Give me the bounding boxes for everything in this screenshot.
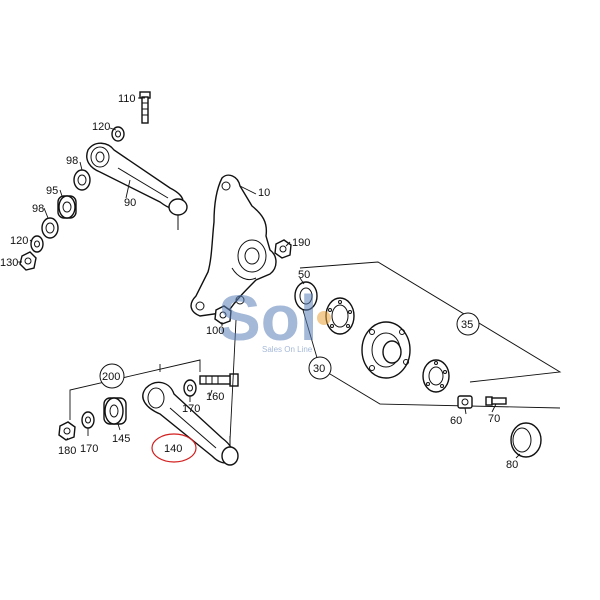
label-98b: 98	[32, 203, 44, 215]
label-10: 10	[258, 187, 270, 199]
label-120: 120	[92, 121, 110, 133]
grease-cap-80-icon	[510, 422, 542, 458]
washer-120b-icon	[30, 235, 44, 253]
label-190: 190	[292, 237, 310, 249]
watermark-logo-text: Sol	[218, 282, 318, 354]
label-130: 130	[0, 257, 18, 269]
label-180: 180	[58, 445, 76, 457]
upper-control-arm-group	[19, 91, 188, 271]
hub-bearing-group	[294, 261, 562, 458]
clamp-nut-60-icon	[457, 395, 473, 409]
label-98: 98	[66, 155, 78, 167]
label-70: 70	[488, 413, 500, 425]
watermark-logo: Sol Sales On Line	[218, 282, 331, 354]
bushing-98b-icon	[41, 217, 59, 239]
lower-control-arm-group	[58, 319, 239, 466]
label-110: 110	[118, 93, 136, 105]
callout-circle-200	[99, 363, 125, 389]
watermark-accent-dot	[317, 311, 331, 325]
nut-130-icon	[19, 251, 37, 271]
washer-170a-icon	[183, 379, 197, 397]
nut-100-icon	[214, 305, 232, 325]
bolt-160-icon	[199, 373, 239, 387]
label-145: 145	[112, 433, 130, 445]
part-labels: 110 120 98 95 90 98 120 130 10 190 50 10…	[0, 93, 518, 471]
screw-70-icon	[485, 396, 507, 406]
callout-circle-35	[456, 312, 480, 336]
nut-180-icon	[58, 421, 76, 441]
watermark-tagline: Sales On Line	[262, 345, 313, 354]
leader-lines	[18, 97, 521, 459]
nut-190-icon	[274, 239, 292, 259]
label-80: 80	[506, 459, 518, 471]
label-30: 30	[313, 363, 325, 375]
label-160: 160	[206, 391, 224, 403]
label-100: 100	[206, 325, 224, 337]
label-95: 95	[46, 185, 58, 197]
bushing-98-icon	[73, 169, 91, 191]
steering-knuckle-10-icon	[190, 174, 292, 325]
washer-120-icon	[111, 126, 125, 142]
bolt-110-icon	[139, 91, 151, 124]
washer-170-icon	[81, 411, 95, 429]
label-90: 90	[124, 197, 136, 209]
seal-50-icon	[294, 281, 318, 311]
label-35: 35	[461, 319, 473, 331]
label-170: 170	[182, 403, 200, 415]
highlight-circle-140	[151, 433, 197, 463]
label-120b: 120	[10, 235, 28, 247]
label-200: 200	[102, 371, 120, 383]
label-50: 50	[298, 269, 310, 281]
label-170b: 170	[80, 443, 98, 455]
label-140: 140	[164, 443, 182, 455]
label-60: 60	[450, 415, 462, 427]
callout-circle-30	[308, 356, 332, 380]
